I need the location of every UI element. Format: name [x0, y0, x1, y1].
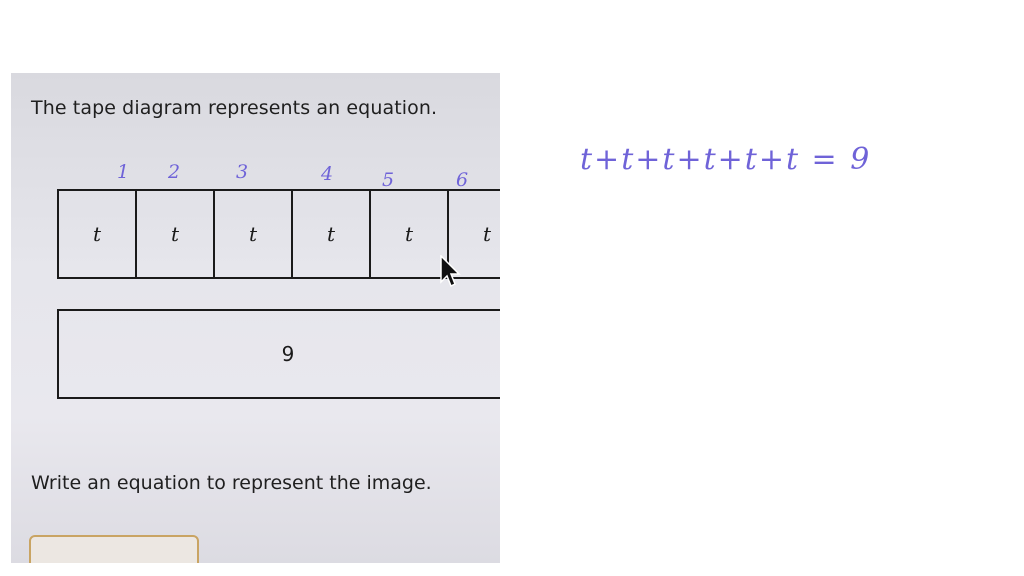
count-label: 1 [117, 161, 130, 183]
answer-input[interactable] [29, 535, 199, 563]
count-label: 2 [168, 161, 181, 183]
worksheet-photo: The tape diagram represents an equation.… [11, 73, 500, 563]
tape-cell: t [293, 191, 371, 277]
tape-cell: t [137, 191, 215, 277]
question-text: Write an equation to represent the image… [31, 472, 432, 494]
tape-variable-row: t t t t t t [57, 189, 500, 279]
tape-cell: t [371, 191, 449, 277]
tape-cell: t [59, 191, 137, 277]
count-label: 4 [321, 163, 334, 185]
mouse-cursor-icon [440, 255, 461, 288]
tape-cell: t [215, 191, 293, 277]
handwritten-equation: t+t+t+t+t+t = 9 [580, 142, 872, 177]
tape-cell: t [449, 191, 500, 277]
tape-total-row: 9 [57, 309, 500, 399]
count-label: 6 [456, 169, 469, 191]
count-label: 5 [382, 169, 395, 191]
tape-total-value: 9 [281, 342, 295, 366]
count-label: 3 [236, 161, 249, 183]
prompt-text: The tape diagram represents an equation. [31, 97, 438, 119]
